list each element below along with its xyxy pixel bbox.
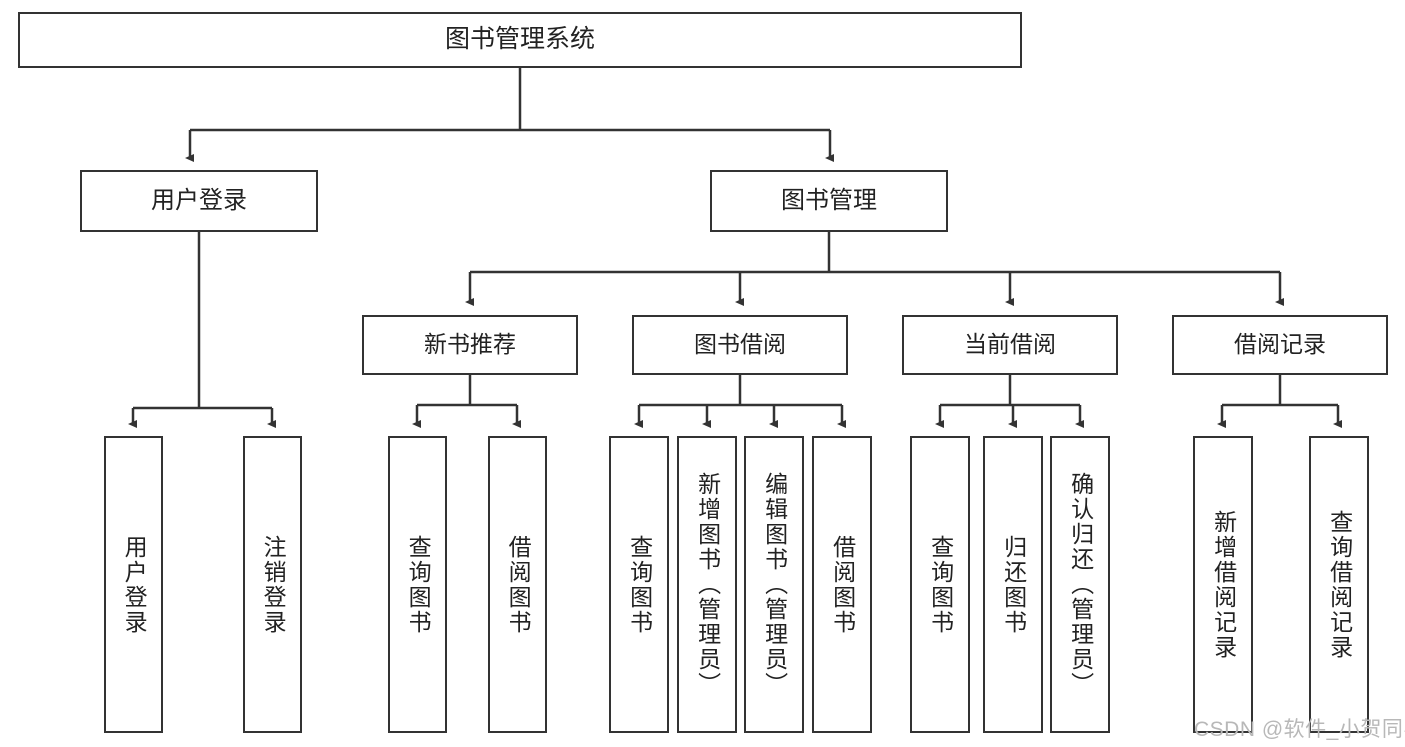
- node-label: 确认归还（管理员）: [1067, 472, 1094, 697]
- node-label: 编辑图书（管理员）: [761, 472, 788, 697]
- node-label: 用户登录: [121, 534, 148, 635]
- leaf-record-add-record[interactable]: 新增借阅记录: [1193, 436, 1253, 733]
- leaf-recommend-borrow-book[interactable]: 借阅图书: [488, 436, 547, 733]
- node-label: 新书推荐: [424, 331, 516, 358]
- leaf-user-login-login[interactable]: 用户登录: [104, 436, 163, 733]
- node-label: 图书管理系统: [444, 25, 595, 54]
- node-borrow-record[interactable]: 借阅记录: [1172, 315, 1388, 375]
- node-label: 新增图书（管理员）: [694, 472, 721, 697]
- node-book-borrow[interactable]: 图书借阅: [632, 315, 848, 375]
- leaf-current-confirm-return-admin[interactable]: 确认归还（管理员）: [1050, 436, 1110, 733]
- node-label: 查询图书: [626, 534, 653, 635]
- leaf-current-query-book[interactable]: 查询图书: [910, 436, 970, 733]
- node-label: 借阅图书: [829, 534, 856, 635]
- node-current-borrow[interactable]: 当前借阅: [902, 315, 1118, 375]
- leaf-recommend-query-book[interactable]: 查询图书: [388, 436, 447, 733]
- leaf-user-login-logout[interactable]: 注销登录: [243, 436, 302, 733]
- node-label: 新增借阅记录: [1210, 509, 1237, 660]
- node-label: 当前借阅: [964, 331, 1056, 358]
- leaf-borrow-query-book[interactable]: 查询图书: [609, 436, 669, 733]
- leaf-borrow-add-book-admin[interactable]: 新增图书（管理员）: [677, 436, 737, 733]
- node-label: 查询图书: [405, 534, 432, 635]
- node-label: 用户登录: [151, 186, 247, 214]
- node-label: 借阅记录: [1234, 331, 1326, 358]
- leaf-borrow-borrow-book[interactable]: 借阅图书: [812, 436, 872, 733]
- node-root-system[interactable]: 图书管理系统: [18, 12, 1022, 68]
- node-label: 借阅图书: [505, 534, 532, 635]
- node-new-book-recommend[interactable]: 新书推荐: [362, 315, 578, 375]
- node-label: 归还图书: [1000, 534, 1027, 635]
- leaf-borrow-edit-book-admin[interactable]: 编辑图书（管理员）: [744, 436, 804, 733]
- node-label: 图书管理: [781, 186, 877, 214]
- node-label: 查询借阅记录: [1326, 509, 1353, 660]
- node-label: 查询图书: [927, 534, 954, 635]
- node-label: 注销登录: [260, 534, 287, 635]
- csdn-watermark: CSDN @软件_小贺同学: [1194, 718, 1405, 741]
- node-book-management[interactable]: 图书管理: [710, 170, 948, 232]
- node-label: 图书借阅: [694, 331, 786, 358]
- leaf-current-return-book[interactable]: 归还图书: [983, 436, 1043, 733]
- leaf-record-query-record[interactable]: 查询借阅记录: [1309, 436, 1369, 733]
- node-user-login[interactable]: 用户登录: [80, 170, 318, 232]
